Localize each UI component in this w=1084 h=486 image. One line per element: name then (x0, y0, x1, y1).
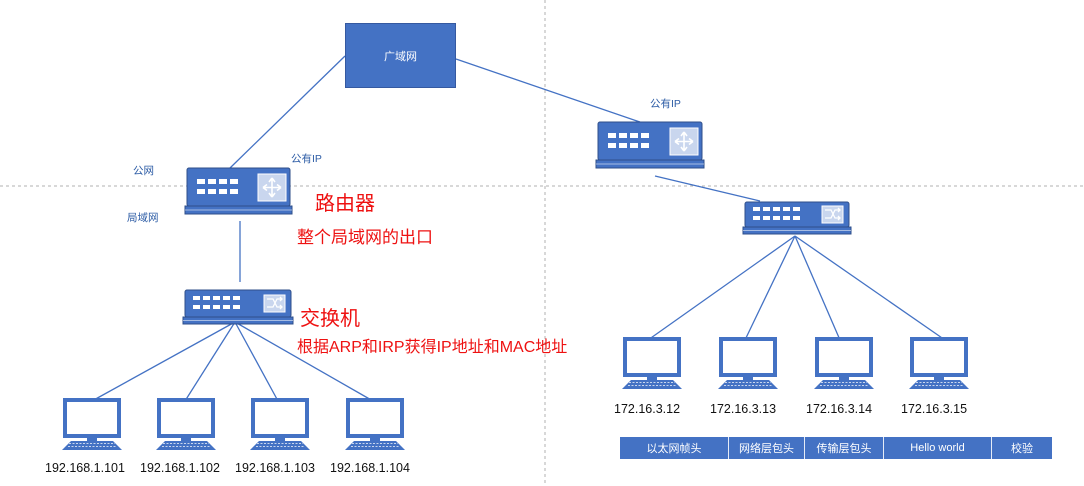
left-switch (182, 289, 294, 325)
frame-segment-ethernet-header: 以太网帧头 (620, 437, 729, 459)
host-ip-label: 192.168.1.104 (330, 461, 410, 475)
host-ip-label: 172.16.3.13 (710, 402, 777, 416)
computer-icon (60, 398, 124, 452)
link-right-switch-pc3 (794, 235, 841, 341)
host-ip-label: 192.168.1.101 (45, 461, 125, 475)
link-right-switch-pc1 (647, 235, 796, 341)
link-left-switch-pc1 (91, 321, 236, 402)
links (91, 55, 946, 402)
computer-icon (812, 337, 876, 391)
link-wan-right-router (455, 58, 641, 123)
computer-icon (248, 398, 312, 452)
computer-icon (716, 337, 780, 391)
computer-icon (343, 398, 407, 452)
link-right-switch-pc2 (744, 235, 796, 341)
router-icon (669, 127, 699, 156)
right-public-ip-label: 公有IP (650, 98, 681, 110)
host-ip-label: 172.16.3.14 (806, 402, 873, 416)
switch-icon (821, 205, 844, 224)
computer-icon (154, 398, 218, 452)
switch-ports (193, 296, 240, 309)
router-title: 路由器 (315, 193, 375, 215)
host-ip-label: 172.16.3.15 (901, 402, 968, 416)
link-wan-left-router (229, 55, 346, 169)
right-router (595, 121, 705, 169)
right-switch (742, 201, 852, 235)
router-icon (257, 173, 287, 202)
router-ports (608, 133, 649, 148)
router-desc: 整个局域网的出口 (297, 228, 433, 247)
left-public-ip-label: 公有IP (291, 153, 322, 165)
packet-frame: 以太网帧头 网络层包头 传输层包头 Hello world 校验 (620, 437, 1052, 459)
switch-icon (263, 294, 286, 313)
link-left-switch-pc3 (234, 321, 279, 402)
switch-desc: 根据ARP和IRP获得IP地址和MAC地址 (297, 339, 568, 356)
frame-segment-transport-header: 传输层包头 (805, 437, 884, 459)
wan-node: 广域网 (345, 23, 456, 88)
frame-segment-checksum: 校验 (992, 437, 1052, 459)
router-ports (197, 179, 238, 194)
host-ip-label: 172.16.3.12 (614, 402, 681, 416)
wan-label: 广域网 (384, 50, 417, 63)
host-ip-label: 192.168.1.102 (140, 461, 220, 475)
lan-label: 局域网 (127, 212, 159, 224)
link-left-switch-pc4 (234, 321, 374, 402)
computer-icon (907, 337, 971, 391)
switch-ports (753, 207, 800, 220)
left-router (184, 167, 293, 215)
switch-title: 交换机 (300, 308, 360, 330)
public-net-label: 公网 (133, 165, 154, 177)
frame-segment-payload: Hello world (884, 437, 992, 459)
link-left-switch-pc2 (184, 321, 236, 402)
host-ip-label: 192.168.1.103 (235, 461, 315, 475)
frame-segment-network-header: 网络层包头 (729, 437, 805, 459)
computer-icon (620, 337, 684, 391)
link-right-switch-pc4 (794, 235, 946, 341)
link-right-router-switch (654, 175, 761, 202)
